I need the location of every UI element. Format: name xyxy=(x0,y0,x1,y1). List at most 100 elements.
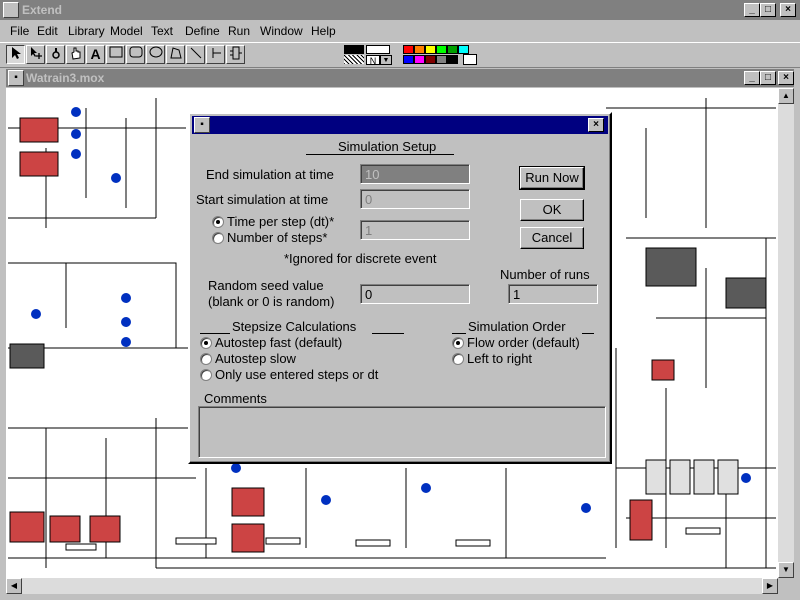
color-swatch[interactable] xyxy=(425,45,436,54)
hierarchy-tool-icon[interactable] xyxy=(226,45,245,64)
scroll-down-icon[interactable]: ▼ xyxy=(778,562,794,578)
entered-steps-label: Only use entered steps or dt xyxy=(215,367,379,382)
rectangle-tool-icon[interactable] xyxy=(106,45,125,64)
toolbar: A N ▼ xyxy=(0,42,800,68)
app-system-menu-icon[interactable]: ▪ xyxy=(3,2,19,18)
comments-textarea[interactable] xyxy=(198,406,606,458)
number-of-runs-input[interactable]: 1 xyxy=(508,284,598,304)
radio-number-of-steps[interactable] xyxy=(212,232,224,244)
stepsize-rule-right xyxy=(372,333,404,334)
end-time-label: End simulation at time xyxy=(206,167,334,182)
random-seed-hint: (blank or 0 is random) xyxy=(208,294,335,309)
flow-order-label: Flow order (default) xyxy=(467,335,580,350)
order-rule-left xyxy=(452,333,466,334)
radio-left-to-right[interactable] xyxy=(452,353,464,365)
start-time-input[interactable]: 0 xyxy=(360,189,470,209)
document-minimize-button[interactable]: _ xyxy=(744,71,760,85)
number-of-runs-label: Number of runs xyxy=(500,267,590,282)
menu-define[interactable]: Define xyxy=(185,24,220,38)
color-swatch[interactable] xyxy=(403,45,414,54)
random-seed-label: Random seed value xyxy=(208,278,324,293)
steps-input[interactable]: 1 xyxy=(360,220,470,240)
document-title: Watrain3.mox xyxy=(26,71,105,85)
pattern-selector-label[interactable]: N xyxy=(366,55,380,66)
close-button[interactable]: × xyxy=(780,3,796,17)
menu-edit[interactable]: Edit xyxy=(37,24,58,38)
pattern-swatch-hatch[interactable] xyxy=(344,55,364,64)
simulation-setup-dialog: ▪ × Simulation Setup End simulation at t… xyxy=(188,112,612,464)
color-swatch[interactable] xyxy=(458,45,469,54)
radio-entered-steps[interactable] xyxy=(200,369,212,381)
color-swatch[interactable] xyxy=(447,45,458,54)
time-per-step-label: Time per step (dt)* xyxy=(227,214,335,229)
start-time-label: Start simulation at time xyxy=(196,192,329,207)
ignored-note: *Ignored for discrete event xyxy=(284,251,437,266)
app-title: Extend xyxy=(22,3,63,17)
ok-button[interactable]: OK xyxy=(520,199,584,221)
pattern-swatch-black[interactable] xyxy=(344,45,364,54)
text-tool-icon[interactable]: A xyxy=(86,45,105,64)
radio-autostep-fast[interactable] xyxy=(200,337,212,349)
scroll-corner xyxy=(778,578,794,594)
menu-library[interactable]: Library xyxy=(68,24,105,38)
menu-text[interactable]: Text xyxy=(151,24,174,38)
vertical-scrollbar[interactable]: ▲ ▼ xyxy=(778,88,794,578)
cancel-button[interactable]: Cancel xyxy=(520,227,584,249)
number-of-steps-label: Number of steps* xyxy=(227,230,328,245)
color-swatch[interactable] xyxy=(447,55,458,64)
chevron-down-icon[interactable]: ▼ xyxy=(380,55,392,65)
run-now-button[interactable]: Run Now xyxy=(519,166,585,190)
radio-time-per-step[interactable] xyxy=(212,216,224,228)
dialog-close-button[interactable]: × xyxy=(588,118,604,132)
polygon-tool-icon[interactable] xyxy=(166,45,185,64)
color-swatch[interactable] xyxy=(414,55,425,64)
color-swatch[interactable] xyxy=(403,55,414,64)
color-swatch[interactable] xyxy=(436,45,447,54)
line-tool-icon[interactable] xyxy=(186,45,205,64)
cross-arrow-tool-icon[interactable] xyxy=(26,45,45,64)
scroll-left-icon[interactable]: ◀ xyxy=(6,578,22,594)
hand-tool-icon[interactable] xyxy=(66,45,85,64)
connection-tool-icon[interactable] xyxy=(206,45,225,64)
radio-autostep-slow[interactable] xyxy=(200,353,212,365)
wrench-tool-icon[interactable] xyxy=(46,45,65,64)
maximize-button[interactable]: □ xyxy=(760,3,776,17)
line-width-swatch[interactable] xyxy=(366,45,390,54)
scroll-right-icon[interactable]: ▶ xyxy=(762,578,778,594)
document-system-menu-icon[interactable]: ▪ xyxy=(8,70,24,86)
rounded-rectangle-tool-icon[interactable] xyxy=(126,45,145,64)
document-close-button[interactable]: × xyxy=(778,71,794,85)
menu-run[interactable]: Run xyxy=(228,24,251,38)
title-rule xyxy=(306,154,454,155)
model-diagram xyxy=(8,98,776,569)
menu-help[interactable]: Help xyxy=(311,24,336,38)
stepsize-rule-left xyxy=(200,333,230,334)
dialog-system-menu-icon[interactable]: ▪ xyxy=(194,117,210,133)
radio-flow-order[interactable] xyxy=(452,337,464,349)
horizontal-scrollbar[interactable]: ◀ ▶ xyxy=(6,578,778,594)
minimize-button[interactable]: _ xyxy=(744,3,760,17)
app-titlebar: ▪ Extend _ □ × xyxy=(0,0,800,20)
color-swatch[interactable] xyxy=(436,55,447,64)
menu-model[interactable]: Model xyxy=(110,24,143,38)
end-time-input[interactable]: 10 xyxy=(360,164,470,184)
scroll-up-icon[interactable]: ▲ xyxy=(778,88,794,104)
menubar: File Edit Library Model Text Define Run … xyxy=(0,21,800,41)
document-titlebar: ▪ Watrain3.mox _ □ × xyxy=(6,69,794,87)
color-swatch[interactable] xyxy=(414,45,425,54)
menu-file[interactable]: File xyxy=(10,24,30,38)
dialog-title: Simulation Setup xyxy=(338,139,437,154)
comments-label: Comments xyxy=(204,391,267,406)
menu-window[interactable]: Window xyxy=(260,24,303,38)
oval-tool-icon[interactable] xyxy=(146,45,165,64)
current-color-swatch[interactable] xyxy=(463,54,477,65)
simulation-order-title: Simulation Order xyxy=(468,319,566,334)
color-swatch[interactable] xyxy=(425,55,436,64)
random-seed-input[interactable]: 0 xyxy=(360,284,470,304)
left-to-right-label: Left to right xyxy=(467,351,533,366)
arrow-tool-icon[interactable] xyxy=(6,45,25,64)
document-maximize-button[interactable]: □ xyxy=(760,71,776,85)
order-rule-right xyxy=(582,333,594,334)
dialog-titlebar: ▪ × xyxy=(192,116,608,134)
autostep-slow-label: Autostep slow xyxy=(215,351,296,366)
